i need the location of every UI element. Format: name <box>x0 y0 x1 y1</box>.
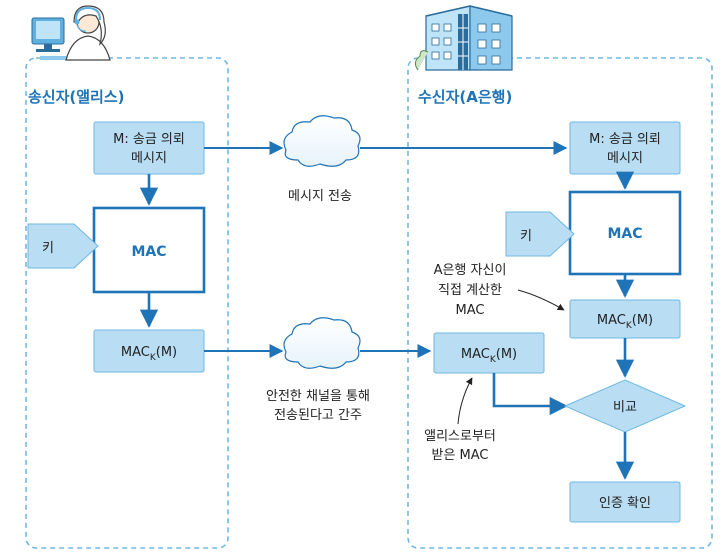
note-received-line1: 앨리스로부터 <box>424 429 496 444</box>
receiver-key-label: 키 <box>520 229 532 244</box>
auth-label: 인증 확인 <box>599 496 651 511</box>
receiver-title: 수신자(A은행) <box>418 88 512 106</box>
receiver-computed-mac: MACK(M) <box>597 313 653 331</box>
receiver-received-mac-box <box>433 332 545 374</box>
sender-message-line2: 메시지 <box>131 151 167 166</box>
receiver-received-mac: MACK(M) <box>461 347 517 365</box>
receiver-message-box <box>569 121 681 175</box>
sender-message-line1: M: 송금 의뢰 <box>113 132 185 147</box>
auth-box <box>569 481 681 523</box>
sender-title: 송신자(앨리스) <box>28 88 125 106</box>
sender-key-label: 키 <box>42 241 54 256</box>
cloud-message-icon <box>283 115 361 167</box>
channel-message-transfer: 메시지 전송 <box>288 189 352 204</box>
sender-mac-label: MAC <box>131 244 166 260</box>
receiver-message-line2: 메시지 <box>607 151 643 166</box>
note-received-pointer <box>457 377 473 425</box>
channel-safe-line2: 전송된다고 간주 <box>274 408 362 423</box>
note-computed-line3: MAC <box>456 303 485 318</box>
note-received-line2: 받은 MAC <box>431 448 488 463</box>
note-computed-line2: 직접 계산한 <box>438 283 502 298</box>
note-computed-pointer <box>517 289 565 311</box>
person-at-computer-icon <box>31 5 111 61</box>
sender-message-box <box>93 121 205 175</box>
channel-safe-line1: 안전한 채널을 통해 <box>266 389 370 404</box>
receiver-region <box>407 57 713 549</box>
sender-region <box>25 57 229 549</box>
receiver-mac-label: MAC <box>607 226 642 242</box>
receiver-arrow-received-to-compare <box>492 373 568 416</box>
cloud-safe-channel-icon <box>283 317 361 369</box>
sender-mac-output: MACK(M) <box>121 345 177 363</box>
receiver-message-line1: M: 송금 의뢰 <box>589 132 661 147</box>
note-computed-line1: A은행 자신이 <box>434 262 507 278</box>
receiver-key-shape <box>505 211 575 257</box>
sender-key-shape <box>27 223 99 269</box>
compare-label: 비교 <box>613 400 637 415</box>
bank-building-icon <box>414 5 513 71</box>
